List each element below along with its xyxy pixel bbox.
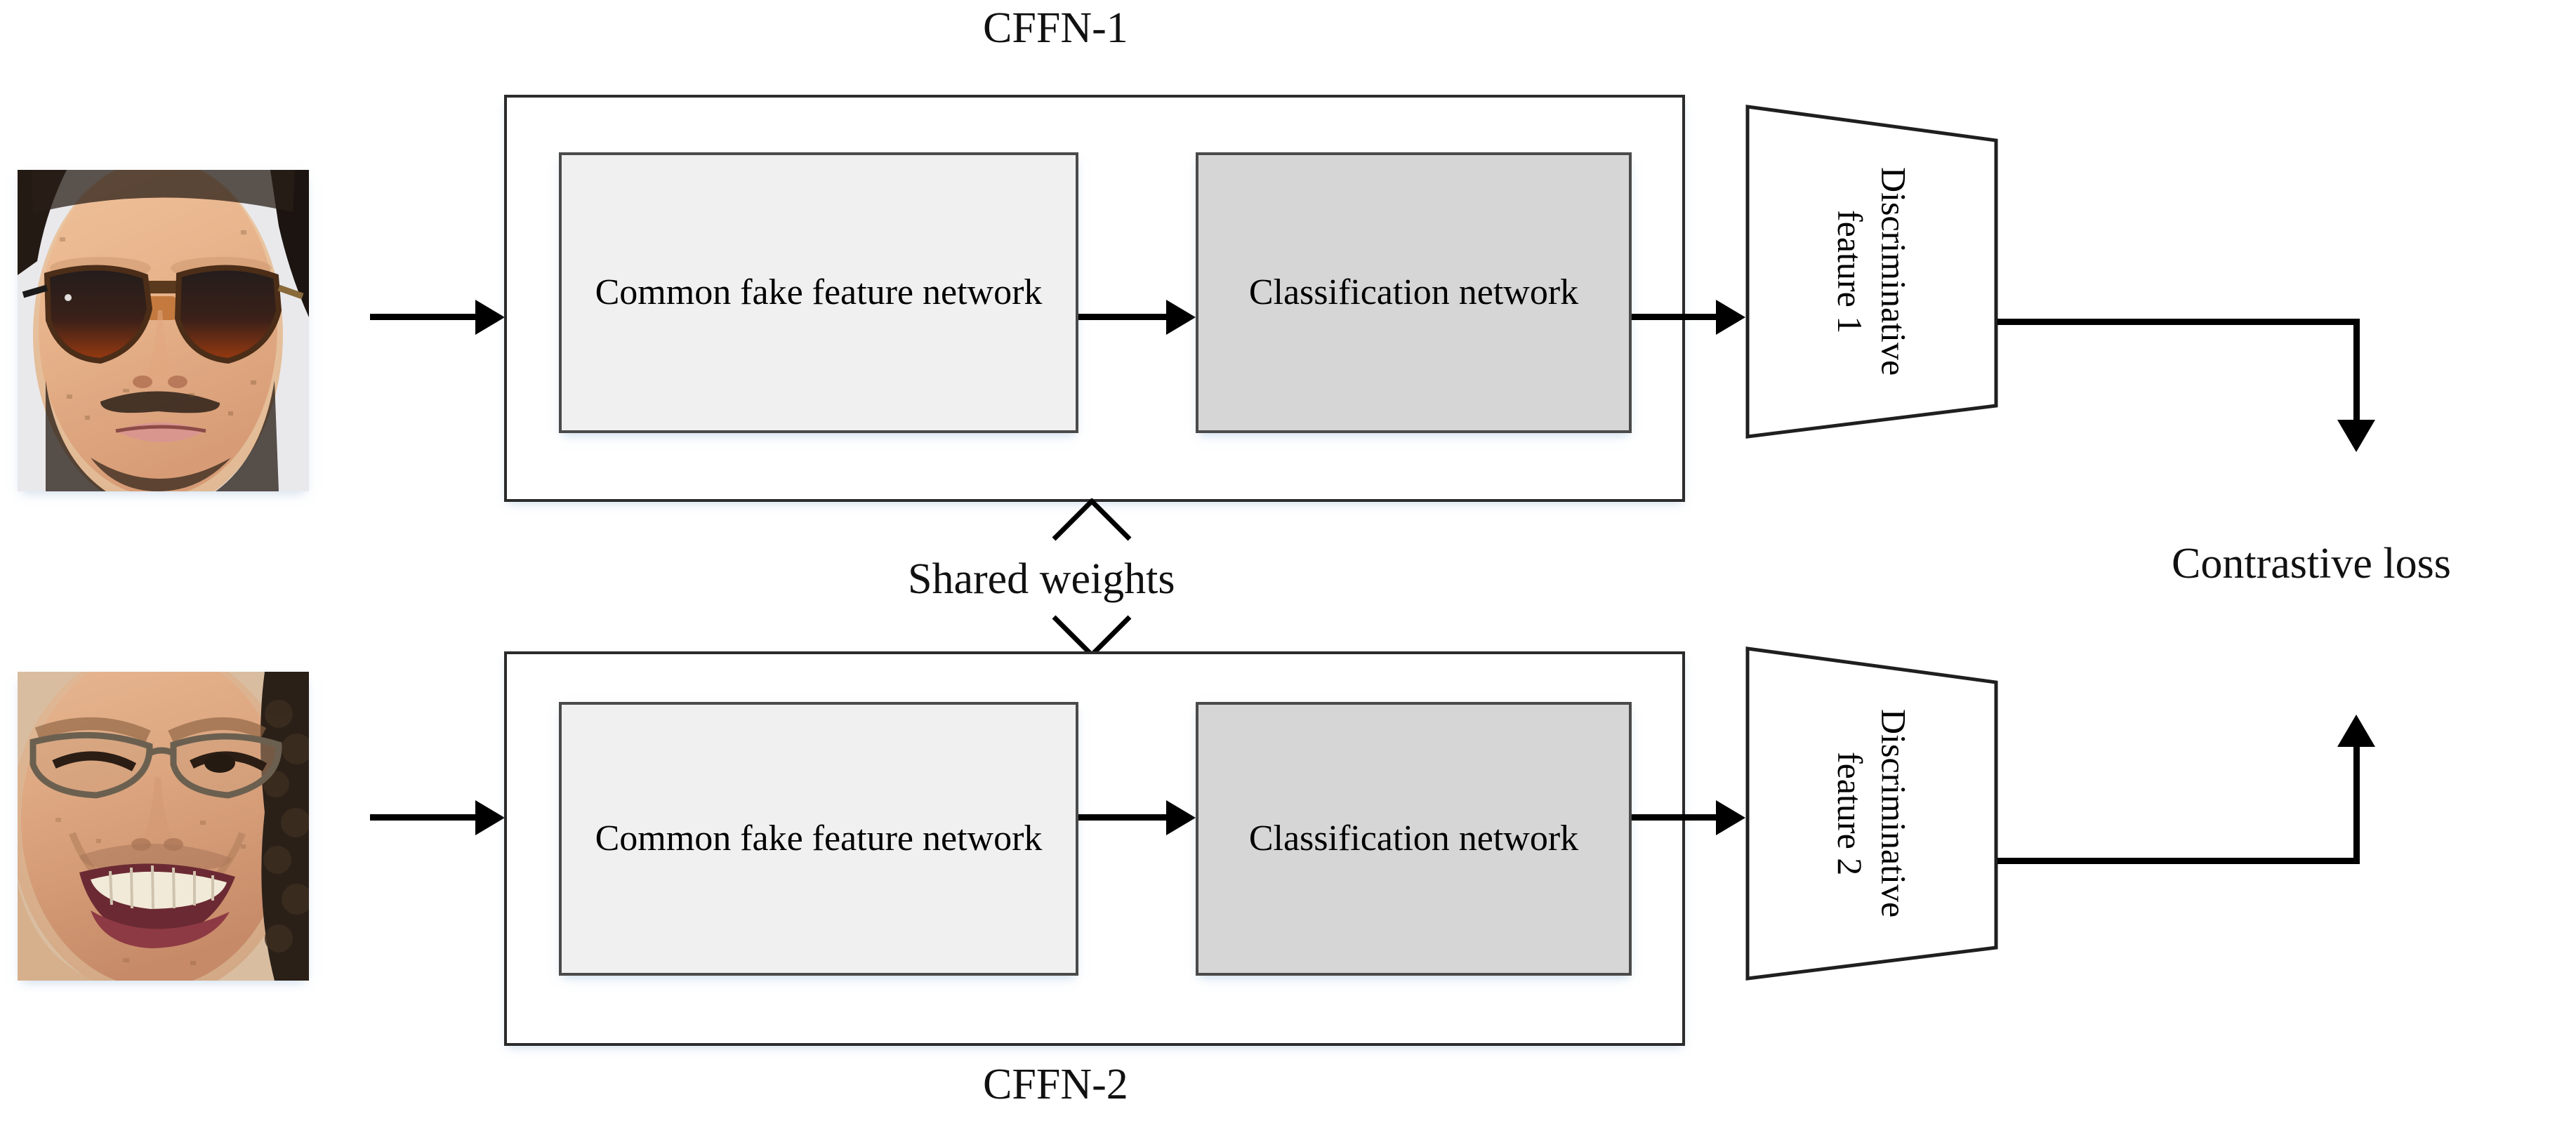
connector-cls2-to-feature2 <box>1632 814 1716 821</box>
discriminative-feature-1-label: Discriminative feature 1 <box>1830 167 1914 376</box>
arrowhead-input2-to-cffn2 <box>475 800 505 835</box>
arrowhead-cls1-to-feature1 <box>1716 300 1745 335</box>
arrowhead-loss-down <box>2337 420 2375 452</box>
shared-weights-label: Shared weights <box>908 555 1175 603</box>
arrowhead-input1-to-cffn1 <box>475 300 505 335</box>
contrastive-loss-label: Contrastive loss <box>2172 540 2451 588</box>
cffn-2-title: CFFN-2 <box>983 1061 1128 1108</box>
connector-input2-to-cffn2 <box>370 814 475 821</box>
discriminative-feature-1: Discriminative feature 1 <box>1745 104 1999 439</box>
arrowhead-cfn1-to-cls1 <box>1166 300 1196 335</box>
module-label: Common fake feature network <box>595 818 1043 859</box>
input-face-image-2 <box>18 672 309 981</box>
discriminative-feature-1-label-wrap: Discriminative feature 1 <box>1745 104 1999 439</box>
connector-feature2-to-loss <box>1997 858 2360 864</box>
discriminative-feature-2-label: Discriminative feature 2 <box>1830 709 1914 918</box>
common-fake-feature-network-1: Common fake feature network <box>559 152 1078 433</box>
discriminative-feature-2-label-wrap: Discriminative feature 2 <box>1745 646 1999 981</box>
shared-weights-chevron-up <box>1050 498 1134 542</box>
arrowhead-cfn2-to-cls2 <box>1166 800 1196 835</box>
discriminative-feature-2: Discriminative feature 2 <box>1745 646 1999 981</box>
connector-cls1-to-feature1 <box>1632 314 1716 320</box>
input-face-image-1 <box>18 170 309 491</box>
classification-network-1: Classification network <box>1196 152 1632 433</box>
arrowhead-loss-up <box>2337 715 2375 747</box>
arrowhead-cls2-to-feature2 <box>1716 800 1745 835</box>
connector-loss-down-segment <box>2353 319 2360 424</box>
module-label: Classification network <box>1248 818 1579 859</box>
connector-feature1-to-loss <box>1997 319 2360 325</box>
cffn-1-title: CFFN-1 <box>983 4 1128 52</box>
connector-loss-up-segment <box>2353 745 2360 864</box>
module-label: Classification network <box>1248 272 1579 313</box>
classification-network-2: Classification network <box>1196 702 1632 976</box>
connector-cfn1-to-cls1 <box>1078 314 1166 320</box>
module-label: Common fake feature network <box>595 272 1043 313</box>
common-fake-feature-network-2: Common fake feature network <box>559 702 1078 976</box>
connector-cfn2-to-cls2 <box>1078 814 1166 821</box>
connector-input1-to-cffn1 <box>370 314 475 320</box>
